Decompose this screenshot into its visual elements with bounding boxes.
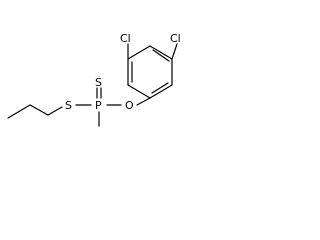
structure-diagram: Cl Cl O P S S — [0, 0, 207, 152]
atom-label-o: O — [125, 99, 134, 112]
bond-ring-double-2 — [152, 49, 170, 62]
bond-ring-c4-c5 — [149, 45, 173, 60]
bond-s-c1 — [47, 106, 63, 116]
molecule-svg: Cl Cl O P S S — [7, 32, 181, 127]
bond-ring-double-3 — [151, 82, 169, 94]
bond-ring-c1-c2 — [127, 84, 151, 99]
bond-c-cl-para — [171, 43, 178, 60]
atom-label-cl-ortho: Cl — [120, 32, 131, 45]
bond-ring-c6-c1 — [149, 84, 173, 99]
bond-c1-c2 — [29, 104, 49, 116]
atom-label-s-thiol: S — [65, 99, 72, 112]
atom-label-p: P — [95, 99, 102, 112]
bond-c2-c3 — [7, 104, 31, 119]
atom-label-cl-para: Cl — [170, 32, 181, 45]
bond-c-o — [136, 97, 151, 106]
atom-label-s-thione: S — [95, 76, 102, 89]
bond-ring-c3-c4 — [127, 45, 151, 60]
